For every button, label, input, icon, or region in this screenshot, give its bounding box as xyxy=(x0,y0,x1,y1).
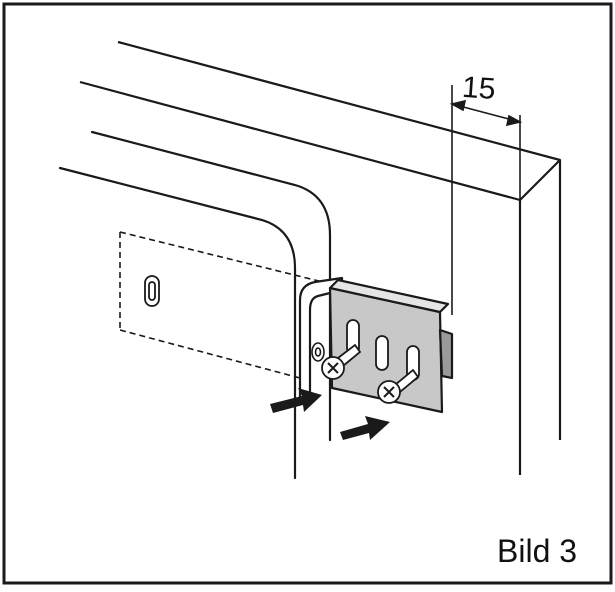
screw-right xyxy=(377,368,420,404)
dimension-marker xyxy=(449,85,523,315)
push-arrow-upper xyxy=(270,388,322,413)
screw-left xyxy=(321,343,362,380)
hidden-bracket-outline xyxy=(119,231,336,379)
cabinet-side-panel xyxy=(79,40,562,475)
door-outline xyxy=(58,130,332,480)
figure-caption: Bild 3 xyxy=(497,533,577,569)
frame-border xyxy=(2,2,613,585)
washer xyxy=(311,342,325,362)
dimension-label: 15 xyxy=(461,71,497,106)
push-arrow-lower xyxy=(340,416,390,440)
slot-middle xyxy=(375,335,389,371)
hidden-slot xyxy=(144,275,160,307)
